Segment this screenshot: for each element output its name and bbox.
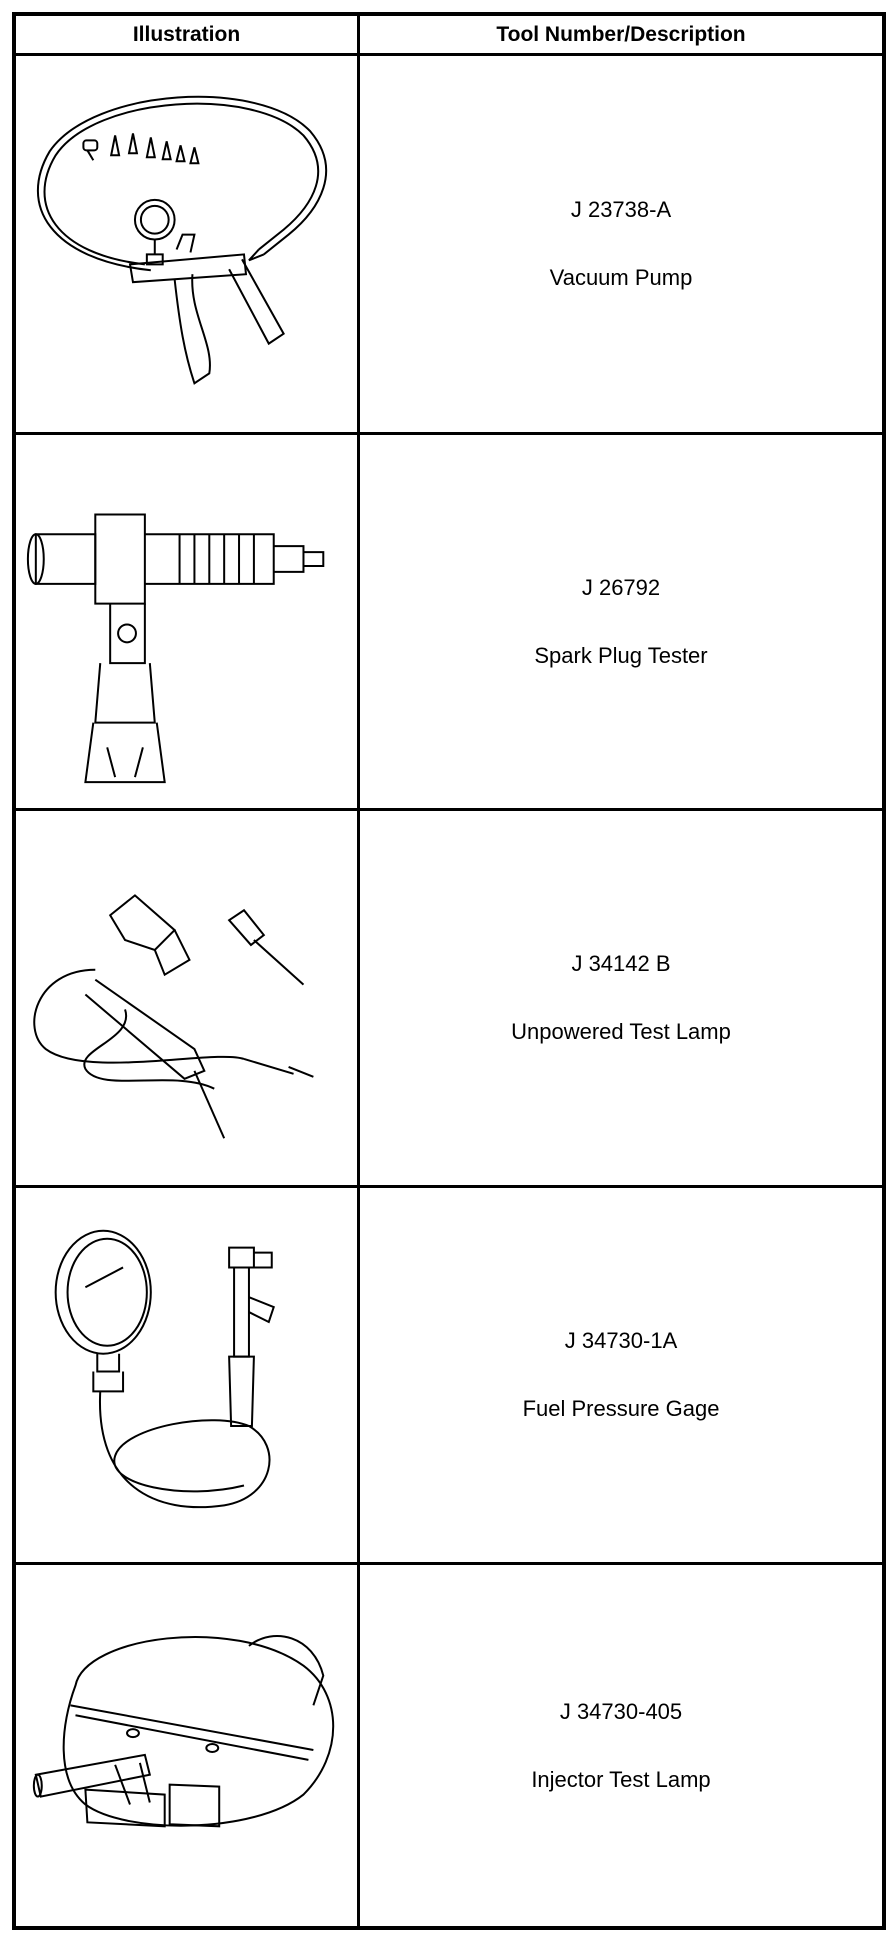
tool-number: J 23738-A bbox=[570, 197, 672, 222]
tool-table: Illustration Tool Number/Description bbox=[12, 12, 886, 1930]
vacuum-pump-icon bbox=[16, 56, 357, 432]
table-row: J 34142 B Unpowered Test Lamp bbox=[16, 811, 882, 1188]
tool-description: Spark Plug Tester bbox=[534, 642, 708, 668]
header-description: Tool Number/Description bbox=[496, 22, 746, 46]
table-row: J 34730-1A Fuel Pressure Gage bbox=[16, 1188, 882, 1565]
illustration-cell bbox=[16, 1188, 360, 1562]
tool-number: J 26792 bbox=[581, 574, 661, 600]
table-row: J 23738-A Vacuum Pump bbox=[16, 56, 882, 435]
table-header: Illustration Tool Number/Description bbox=[16, 16, 882, 56]
table-row: J 34730-405 Injector Test Lamp bbox=[16, 1565, 882, 1926]
description-cell: J 26792 Spark Plug Tester bbox=[360, 435, 882, 808]
illustration-cell bbox=[16, 435, 360, 808]
spark-plug-tester-icon bbox=[16, 435, 357, 808]
tool-description: Fuel Pressure Gage bbox=[522, 1396, 720, 1421]
tool-number: J 34142 B bbox=[571, 951, 671, 976]
description-cell: J 23738-A Vacuum Pump bbox=[360, 56, 882, 432]
illustration-cell bbox=[16, 1565, 360, 1926]
tool-description: Injector Test Lamp bbox=[531, 1766, 711, 1792]
table-row: J 26792 Spark Plug Tester bbox=[16, 435, 882, 811]
description-cell: J 34142 B Unpowered Test Lamp bbox=[360, 811, 882, 1185]
tool-number: J 34730-405 bbox=[559, 1698, 683, 1724]
description-cell: J 34730-1A Fuel Pressure Gage bbox=[360, 1188, 882, 1562]
injector-test-lamp-icon bbox=[16, 1565, 357, 1926]
illustration-cell bbox=[16, 56, 360, 432]
illustration-cell bbox=[16, 811, 360, 1185]
header-illustration: Illustration bbox=[16, 16, 360, 53]
fuel-pressure-gage-icon bbox=[16, 1188, 357, 1562]
tool-description: Unpowered Test Lamp bbox=[511, 1019, 731, 1044]
tool-number: J 34730-1A bbox=[564, 1328, 678, 1353]
description-cell: J 34730-405 Injector Test Lamp bbox=[360, 1565, 882, 1926]
tool-description: Vacuum Pump bbox=[549, 265, 693, 290]
test-lamp-icon bbox=[16, 811, 357, 1185]
